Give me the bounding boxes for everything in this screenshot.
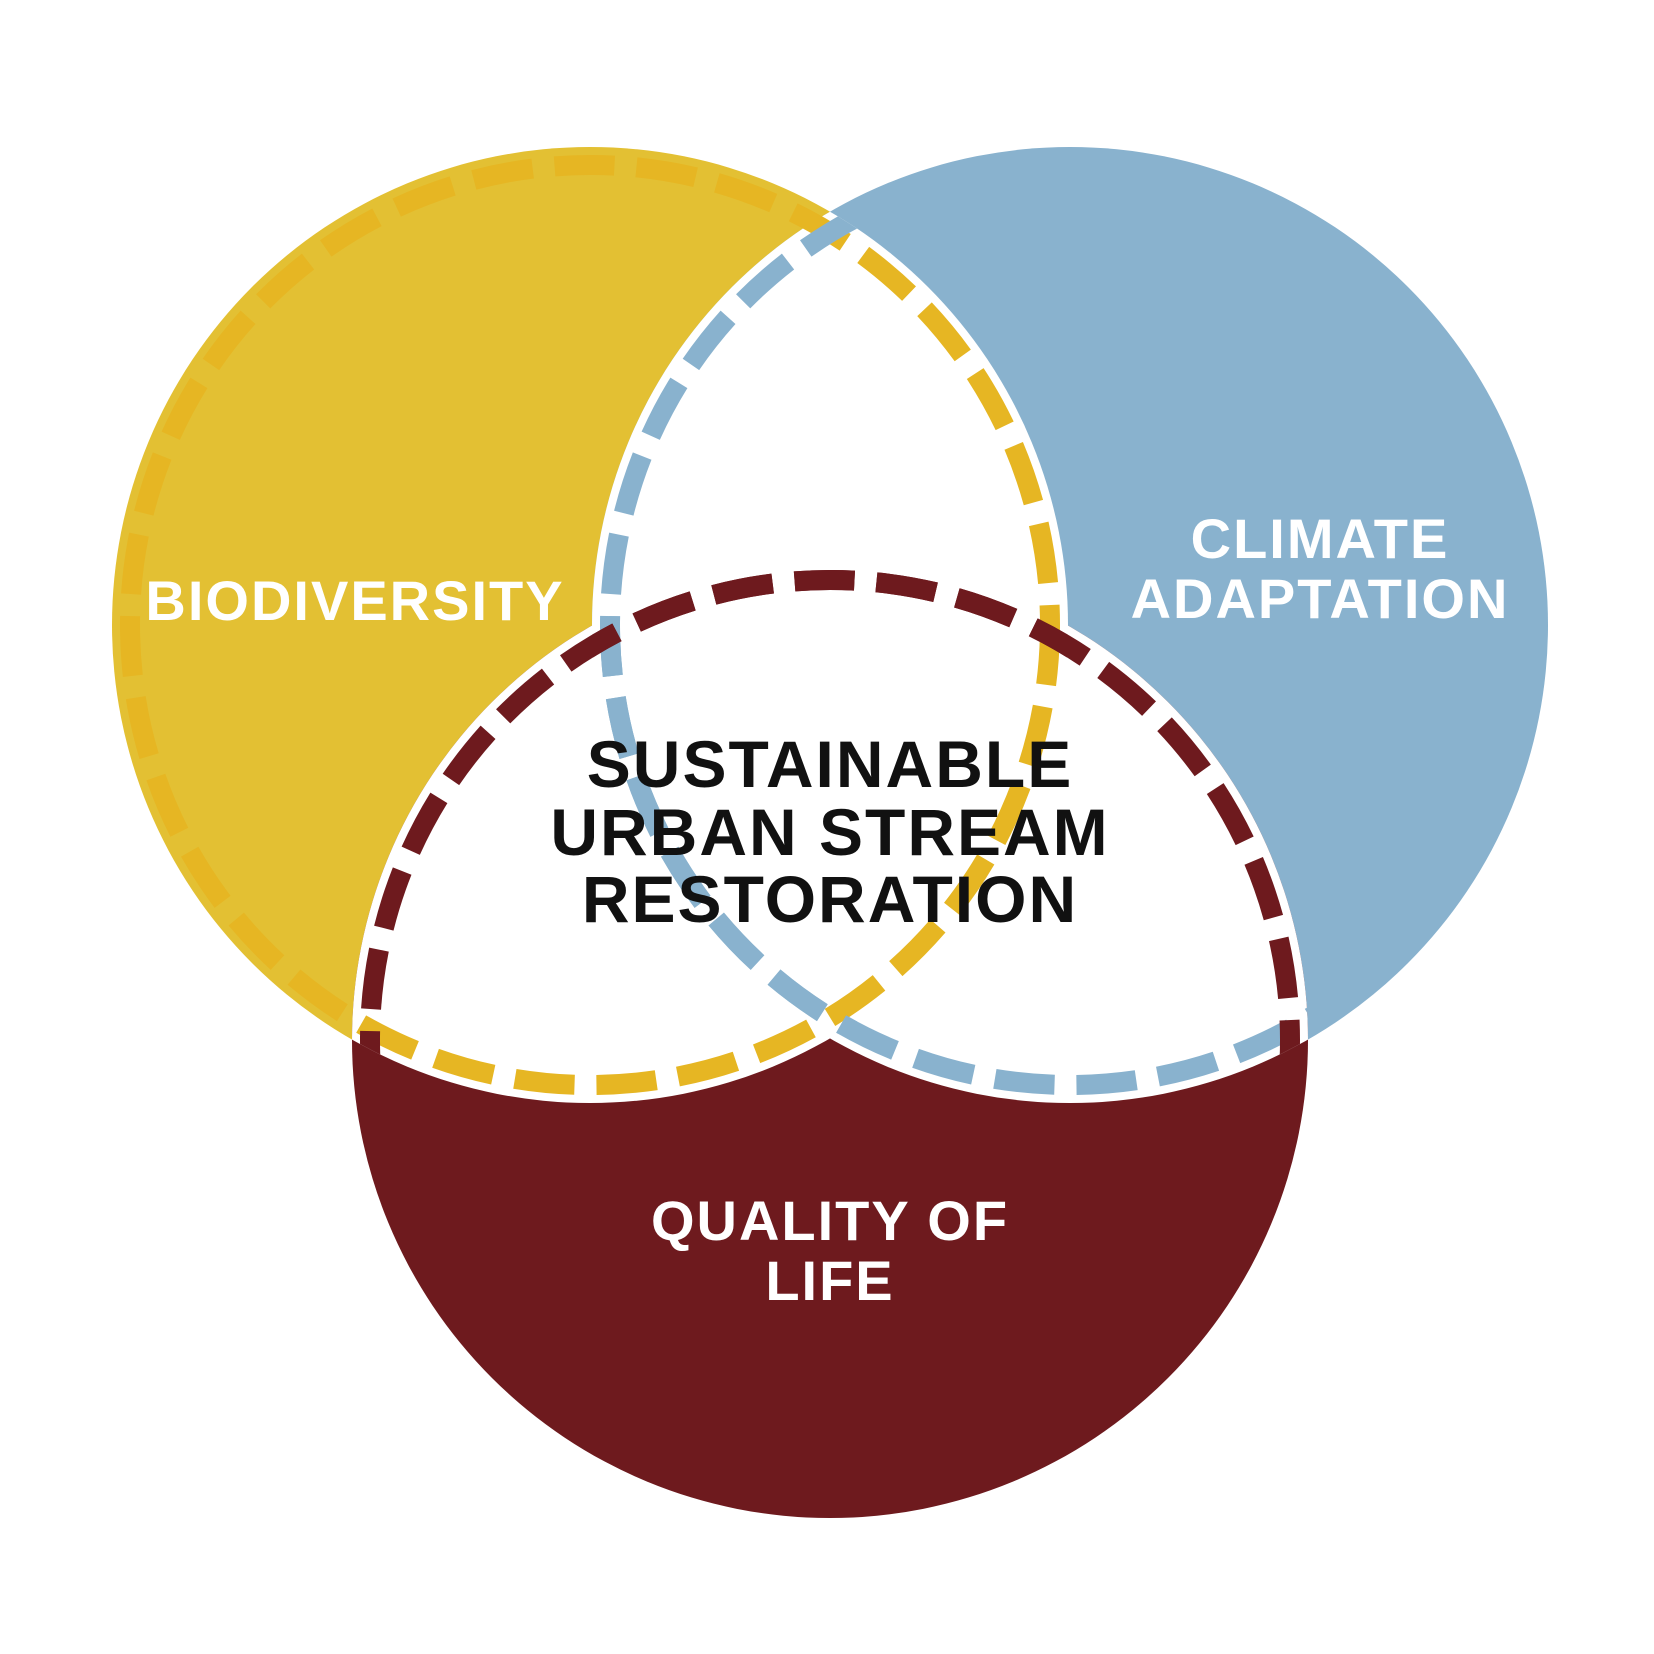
dashed-borders xyxy=(120,155,1308,1103)
center-label-line3: RESTORATION xyxy=(582,862,1078,936)
label-quality-of-life-line1: QUALITY OF xyxy=(651,1189,1009,1252)
center-label-line2: URBAN STREAM xyxy=(550,795,1109,869)
label-quality-of-life-line2: LIFE xyxy=(765,1249,894,1312)
label-climate-adaptation-line2: ADAPTATION xyxy=(1131,567,1510,630)
dash-quality-right xyxy=(592,570,1300,1103)
label-climate-adaptation-line1: CLIMATE xyxy=(1191,507,1450,570)
center-label-line1: SUSTAINABLE xyxy=(587,727,1073,801)
label-biodiversity: BIODIVERSITY xyxy=(145,569,564,632)
